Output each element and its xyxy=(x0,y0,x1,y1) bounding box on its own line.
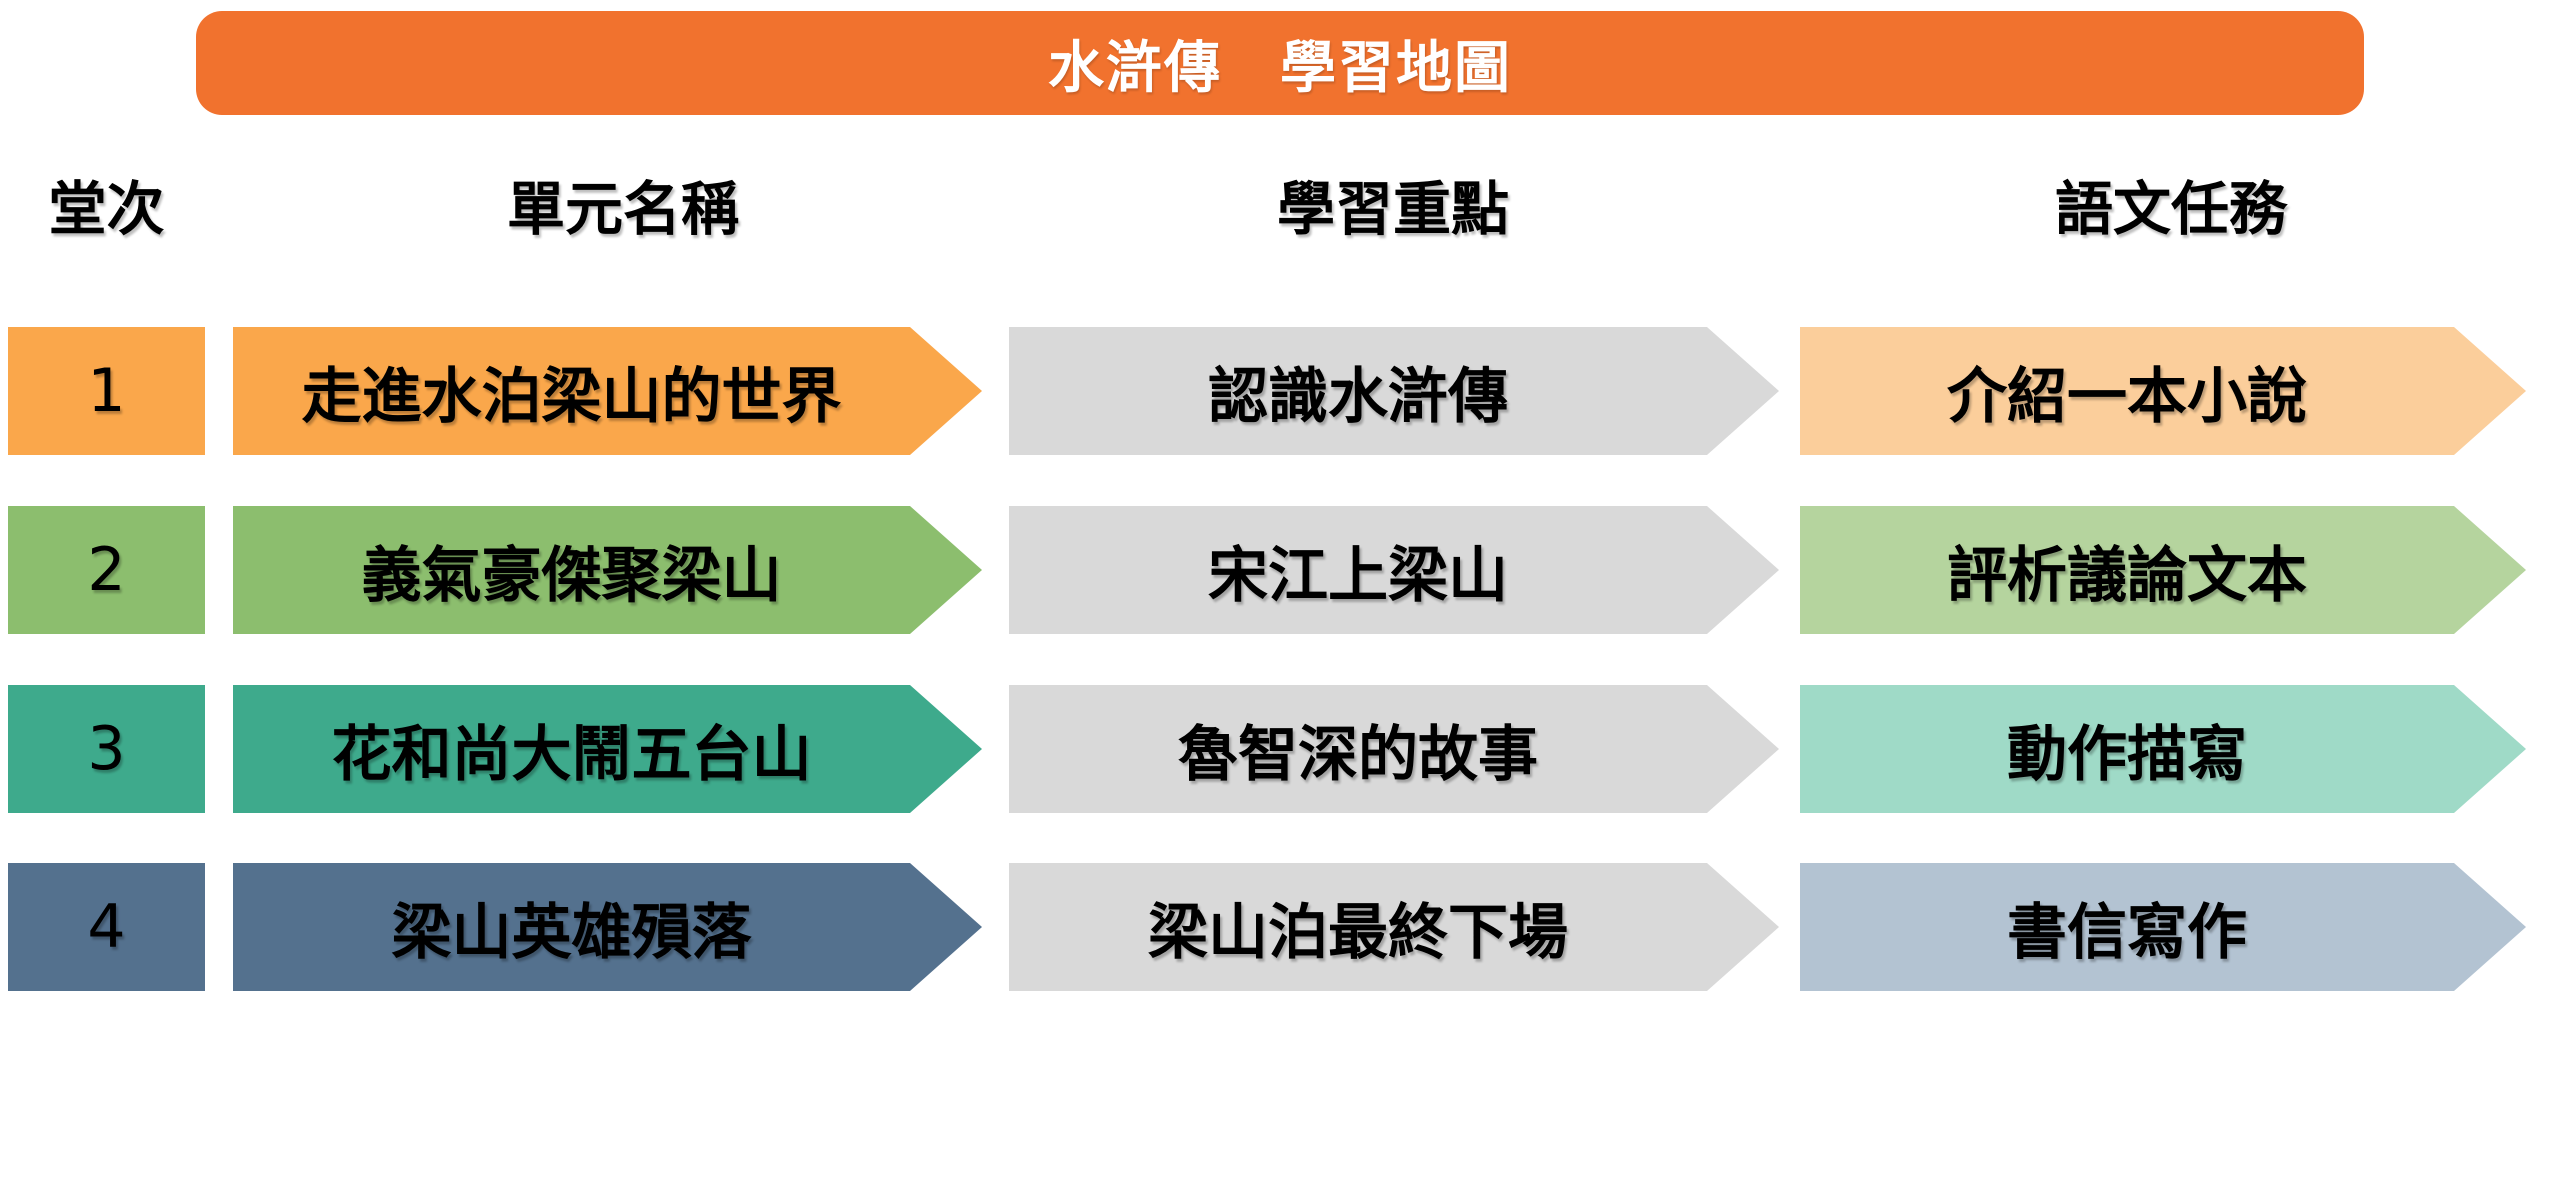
learning-focus-arrow: 認識水滸傳 xyxy=(1009,327,1779,455)
table-row: 3 花和尚大鬧五台山 魯智深的故事 動作描寫 xyxy=(0,685,2560,813)
page-title: 水滸傳 學習地圖 xyxy=(1048,35,1512,101)
session-number-badge: 1 xyxy=(8,327,205,455)
table-row: 4 梁山英雄殞落 梁山泊最終下場 書信寫作 xyxy=(0,863,2560,991)
learning-focus-arrow: 梁山泊最終下場 xyxy=(1009,863,1779,991)
learning-focus-arrow: 宋江上梁山 xyxy=(1009,506,1779,634)
learning-focus-arrow: 魯智深的故事 xyxy=(1009,685,1779,813)
unit-name-arrow: 花和尚大鬧五台山 xyxy=(233,685,982,813)
unit-name-arrow: 梁山英雄殞落 xyxy=(233,863,982,991)
language-task-arrow: 書信寫作 xyxy=(1800,863,2526,991)
column-header-session: 堂次 xyxy=(48,175,165,243)
language-task-arrow: 動作描寫 xyxy=(1800,685,2526,813)
unit-name-arrow: 走進水泊梁山的世界 xyxy=(233,327,982,455)
language-task-arrow: 評析議論文本 xyxy=(1800,506,2526,634)
session-number-badge: 3 xyxy=(8,685,205,813)
session-number-badge: 2 xyxy=(8,506,205,634)
session-number-badge: 4 xyxy=(8,863,205,991)
table-row: 1 走進水泊梁山的世界 認識水滸傳 介紹一本小說 xyxy=(0,327,2560,455)
unit-name-arrow: 義氣豪傑聚梁山 xyxy=(233,506,982,634)
column-header-unit-name: 單元名稱 xyxy=(506,175,739,243)
table-row: 2 義氣豪傑聚梁山 宋江上梁山 評析議論文本 xyxy=(0,506,2560,634)
title-banner: 水滸傳 學習地圖 xyxy=(196,11,2364,115)
language-task-arrow: 介紹一本小說 xyxy=(1800,327,2526,455)
column-header-language-task: 語文任務 xyxy=(2054,175,2287,243)
column-header-learning-focus: 學習重點 xyxy=(1276,175,1509,243)
